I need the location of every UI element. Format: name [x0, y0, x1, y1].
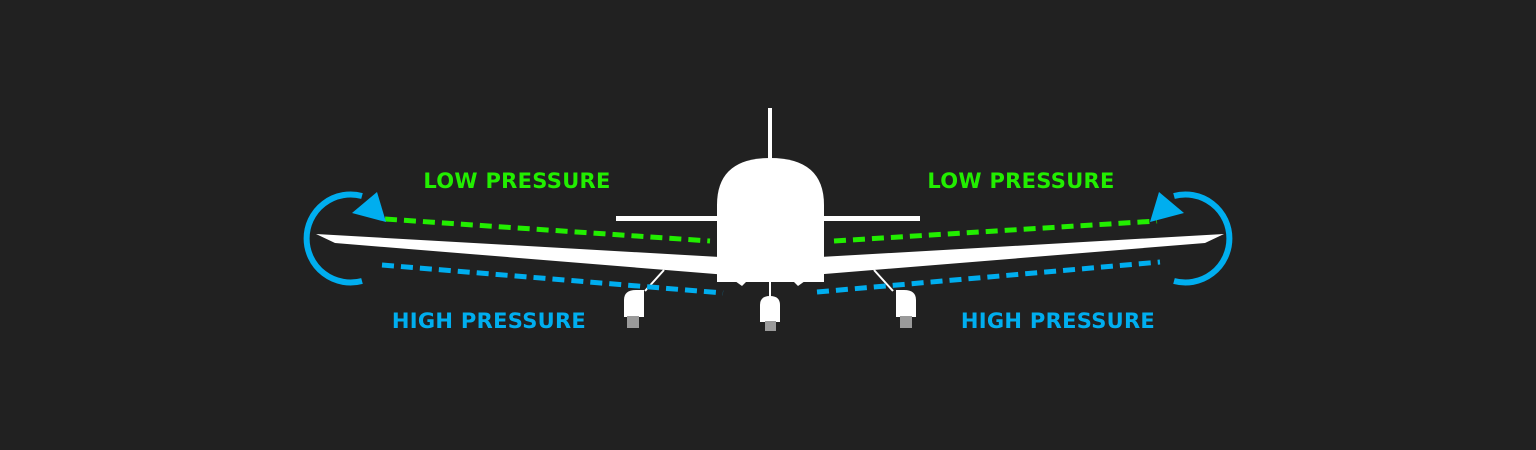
fuselage-bump-right [788, 276, 812, 286]
fuselage-bump-left [728, 276, 752, 286]
high-pressure-label-right: HIGH PRESSURE [961, 309, 1155, 333]
wing-left [316, 234, 740, 279]
vortex-arrow-icon-right [1150, 191, 1233, 286]
high-pressure-flow-left [381, 262, 724, 296]
low-pressure-flow-left [384, 216, 711, 244]
vortex-arrow-icon-left [303, 191, 386, 286]
wing-right [800, 234, 1224, 279]
left-main-wheel [624, 290, 644, 317]
low-pressure-label-right: LOW PRESSURE [927, 169, 1114, 193]
left-main-tire [627, 316, 639, 328]
airplane-front-view-icon [316, 108, 1224, 331]
high-pressure-flow-right [816, 259, 1161, 295]
low-pressure-label-left: LOW PRESSURE [423, 169, 610, 193]
nose-wheel [760, 296, 780, 322]
right-main-wheel [896, 290, 916, 317]
low-pressure-flow-right [833, 218, 1158, 244]
fuselage [717, 158, 824, 282]
right-gear-strut [873, 269, 894, 292]
vertical-fin [768, 108, 772, 163]
nose-gear-strut [769, 280, 771, 298]
nose-tire [765, 321, 776, 331]
right-main-tire [900, 316, 912, 328]
high-pressure-label-left: HIGH PRESSURE [392, 309, 586, 333]
